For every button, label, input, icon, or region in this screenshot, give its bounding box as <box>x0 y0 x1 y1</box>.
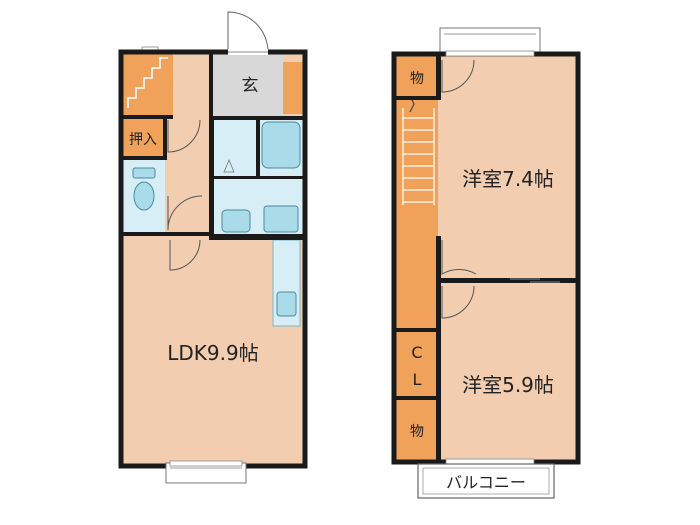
closet-door-swing-icon <box>167 119 201 153</box>
stairs-floor1-steps-icon <box>127 57 168 108</box>
toilet-door-swing-icon <box>167 195 203 231</box>
floor2-walls <box>394 54 578 462</box>
entrance-label: 玄 <box>242 76 259 96</box>
ldk-door-swing-icon <box>169 239 201 271</box>
stairs-floor1 <box>121 52 173 116</box>
balcony <box>417 463 555 499</box>
room-a-label: 洋室7.4帖 <box>462 167 554 191</box>
room-a-storage-door-swing-icon <box>441 59 475 93</box>
bathtub-icon <box>261 121 301 169</box>
toilet-icon <box>132 167 156 211</box>
shoe-cabinet <box>283 62 303 114</box>
washing-machine-icon <box>263 205 299 233</box>
closet-cl <box>396 332 438 398</box>
floor-2: 物 C L 物 <box>391 27 581 499</box>
stair-hall <box>396 100 438 330</box>
washbasin-icon <box>221 209 251 233</box>
top-window-sill <box>439 27 541 55</box>
floor1-door-swings <box>167 119 203 271</box>
room-b-door-swing-icon <box>441 285 475 319</box>
storage-bottom <box>396 400 438 460</box>
closet-oshiire <box>121 118 165 158</box>
balcony-label: バルコニー <box>446 473 526 492</box>
ldk-window <box>169 460 243 467</box>
fold-door-icon <box>223 158 235 173</box>
entrance-door-area <box>228 12 273 52</box>
cl-label-bottom: L <box>413 370 422 389</box>
sink-icon <box>276 291 297 317</box>
floor-1: 押入 玄 <box>118 11 308 484</box>
floor1-walls <box>121 52 305 240</box>
entrance-genkan <box>213 54 283 116</box>
floor2-door-swings <box>441 59 477 319</box>
ldk-label: LDK9.9帖 <box>167 341 258 365</box>
sliding-door-icons <box>510 278 560 283</box>
storage-top-label: 物 <box>410 71 424 87</box>
room-b-label: 洋室5.9帖 <box>462 373 554 397</box>
stairs-floor2-steps-icon <box>402 95 435 205</box>
entrance-door-swing-icon <box>227 11 269 53</box>
room-a-window <box>445 50 535 57</box>
room-b-window <box>445 458 535 465</box>
closet-label: 押入 <box>129 132 157 148</box>
cl-label-top: C <box>411 343 422 362</box>
storage-top <box>396 56 438 98</box>
room-a-door-swing-icon <box>441 240 477 275</box>
storage-bottom-label: 物 <box>410 424 424 440</box>
